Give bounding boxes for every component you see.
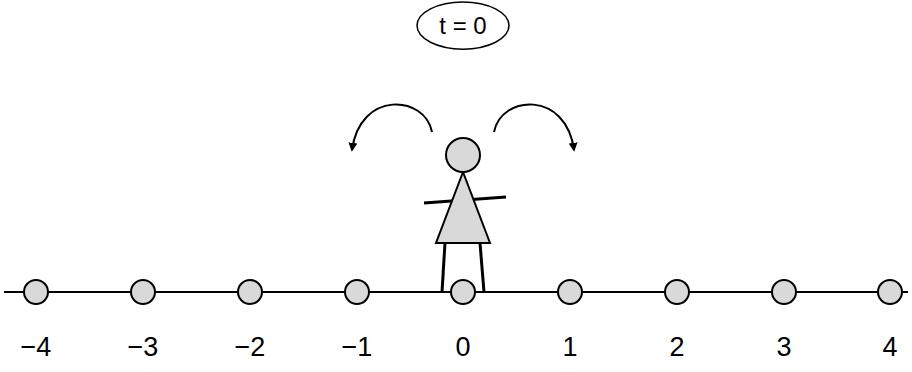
position-number: 3 <box>776 334 791 361</box>
position-number: −2 <box>235 334 266 361</box>
walker-figure <box>424 138 506 292</box>
lattice-sites <box>24 280 902 304</box>
position-number: −4 <box>21 334 52 361</box>
position-number: 1 <box>562 334 577 361</box>
left-step-arrow <box>352 104 432 150</box>
position-number: −1 <box>342 334 373 361</box>
time-label: t = 0 <box>439 14 486 38</box>
time-ellipse: t = 0 <box>416 1 510 50</box>
position-number: 2 <box>669 334 684 361</box>
position-number: −3 <box>128 334 159 361</box>
position-number: 0 <box>455 334 470 361</box>
position-number: 4 <box>882 334 897 361</box>
right-step-arrow <box>494 104 574 150</box>
